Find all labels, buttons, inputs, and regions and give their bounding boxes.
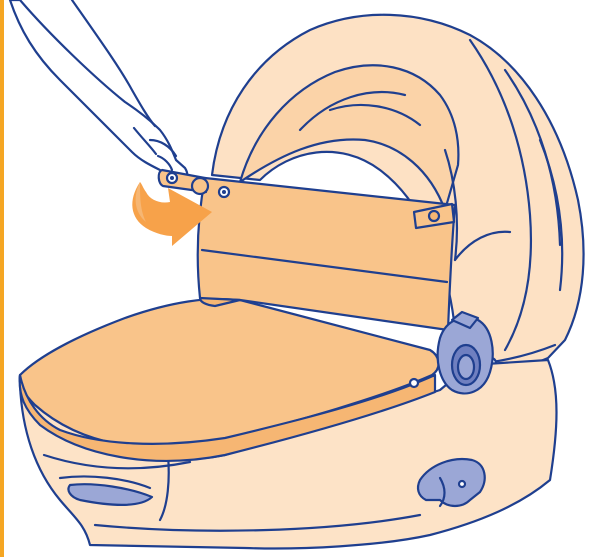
- page-edge-strip: [0, 0, 4, 557]
- release-pin: [159, 170, 208, 194]
- hand-icon: [10, 0, 187, 184]
